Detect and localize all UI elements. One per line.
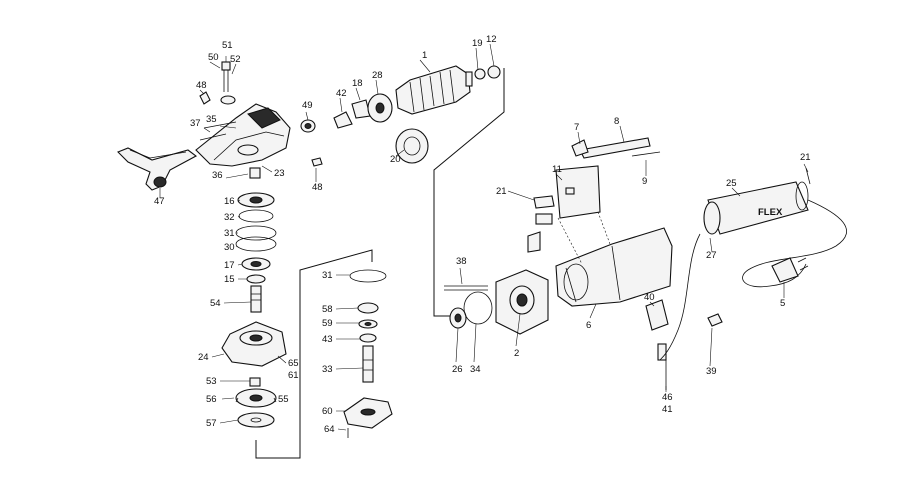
label-61: 61 bbox=[288, 370, 299, 381]
small-screws bbox=[199, 61, 323, 167]
label-16: 16 bbox=[224, 196, 235, 207]
label-41: 41 bbox=[662, 404, 673, 415]
label-21-right: 21 bbox=[800, 152, 811, 163]
brand-text: FLEX bbox=[758, 207, 783, 218]
label-64: 64 bbox=[324, 424, 335, 435]
label-5: 5 bbox=[780, 298, 785, 309]
label-24: 24 bbox=[198, 352, 209, 363]
label-17: 17 bbox=[224, 260, 235, 271]
label-27: 27 bbox=[706, 250, 717, 261]
label-30: 30 bbox=[224, 242, 235, 253]
label-38: 38 bbox=[456, 256, 467, 267]
gear-housing bbox=[195, 103, 291, 167]
label-56: 56 bbox=[206, 394, 217, 405]
label-20: 20 bbox=[390, 154, 401, 165]
label-6: 6 bbox=[586, 320, 591, 331]
label-19: 19 bbox=[472, 38, 483, 49]
label-40: 40 bbox=[644, 292, 655, 303]
label-58: 58 bbox=[322, 304, 333, 315]
part-labels: 1 19 12 51 50 52 48 35 37 49 42 18 28 20… bbox=[154, 34, 811, 435]
label-59: 59 bbox=[322, 318, 333, 329]
label-47: 47 bbox=[154, 196, 165, 207]
label-32: 32 bbox=[224, 212, 235, 223]
label-65: 65 bbox=[288, 358, 299, 369]
label-25: 25 bbox=[726, 178, 737, 189]
label-34: 34 bbox=[470, 364, 481, 375]
label-36: 36 bbox=[212, 170, 223, 181]
label-51: 51 bbox=[222, 40, 233, 51]
guide-line bbox=[255, 249, 373, 459]
label-7: 7 bbox=[574, 122, 579, 133]
label-12: 12 bbox=[486, 34, 497, 45]
label-35: 35 bbox=[206, 114, 217, 125]
label-60: 60 bbox=[322, 406, 333, 417]
label-55: 55 bbox=[278, 394, 289, 405]
label-15: 15 bbox=[224, 274, 235, 285]
label-46: 46 bbox=[662, 392, 673, 403]
label-50: 50 bbox=[208, 52, 219, 63]
bearing-stack bbox=[235, 167, 277, 313]
label-2: 2 bbox=[514, 348, 519, 359]
label-53: 53 bbox=[206, 376, 217, 387]
leader-lines bbox=[159, 43, 809, 431]
label-37: 37 bbox=[190, 118, 201, 129]
label-39: 39 bbox=[706, 366, 717, 377]
label-31-center: 31 bbox=[322, 270, 333, 281]
label-21-mid: 21 bbox=[496, 186, 507, 197]
guide-line-2 bbox=[433, 68, 505, 317]
label-33: 33 bbox=[322, 364, 333, 375]
label-18: 18 bbox=[352, 78, 363, 89]
label-43: 43 bbox=[322, 334, 333, 345]
armature-assembly bbox=[300, 65, 501, 164]
label-57: 57 bbox=[206, 418, 217, 429]
label-28: 28 bbox=[372, 70, 383, 81]
label-42: 42 bbox=[336, 88, 347, 99]
motor-parts bbox=[444, 137, 723, 390]
side-handle bbox=[117, 147, 198, 191]
lower-gear-case bbox=[221, 321, 287, 428]
label-1: 1 bbox=[422, 50, 427, 61]
label-11: 11 bbox=[552, 164, 562, 175]
label-31-left: 31 bbox=[224, 228, 235, 239]
label-52: 52 bbox=[230, 54, 241, 65]
label-26: 26 bbox=[452, 364, 463, 375]
spindle-parts bbox=[343, 269, 393, 438]
label-54: 54 bbox=[210, 298, 221, 309]
label-49: 49 bbox=[302, 100, 313, 111]
label-9: 9 bbox=[642, 176, 647, 187]
label-48-top: 48 bbox=[196, 80, 207, 91]
capacitor-and-cable: FLEX bbox=[659, 167, 847, 361]
label-8: 8 bbox=[614, 116, 619, 127]
label-23: 23 bbox=[274, 168, 285, 179]
label-48-right: 48 bbox=[312, 182, 323, 193]
